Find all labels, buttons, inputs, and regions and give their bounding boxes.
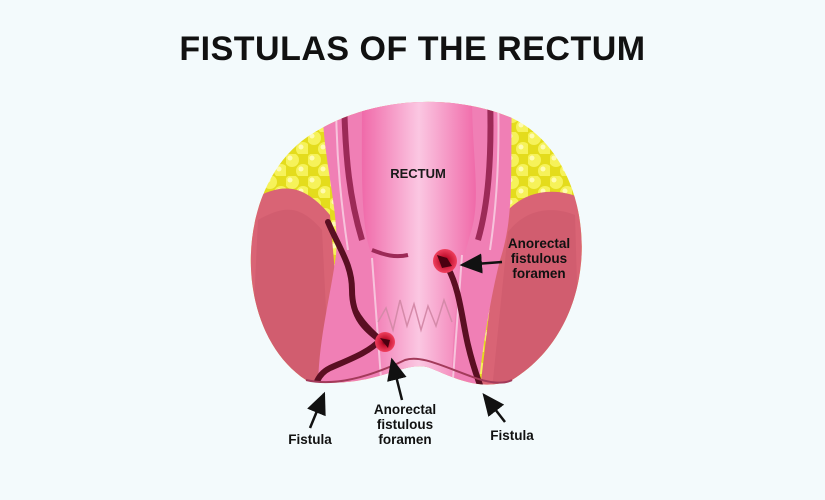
label-line: Anorectal	[507, 236, 571, 251]
page-title: FISTULAS OF THE RECTUM	[179, 30, 646, 68]
fistulous-opening-bottom	[375, 332, 395, 352]
arrow-fistula-right	[482, 393, 506, 423]
rectum-label: RECTUM	[390, 166, 446, 181]
label-line: foramen	[512, 266, 566, 281]
label-line: fistulous	[376, 417, 434, 432]
dentate-line	[377, 297, 453, 333]
fistula-tract-right	[445, 265, 483, 385]
arrow-right-foramen	[459, 253, 503, 274]
rectal-lumen	[361, 101, 476, 385]
arrow-bottom-foramen	[387, 357, 407, 401]
label-line: foramen	[378, 432, 432, 447]
label-line: fistulous	[510, 251, 568, 266]
label-line: Anorectal	[373, 402, 437, 417]
label-fistula-right: Fistula	[490, 428, 534, 443]
arrow-fistula-left	[307, 391, 326, 429]
label-anorectal-foramen-right: Anorectal fistulous foramen	[498, 236, 580, 281]
fistulous-opening-right	[433, 249, 457, 273]
label-anorectal-foramen-bottom: Anorectal fistulous foramen	[360, 402, 450, 447]
label-fistula-left: Fistula	[288, 432, 332, 447]
